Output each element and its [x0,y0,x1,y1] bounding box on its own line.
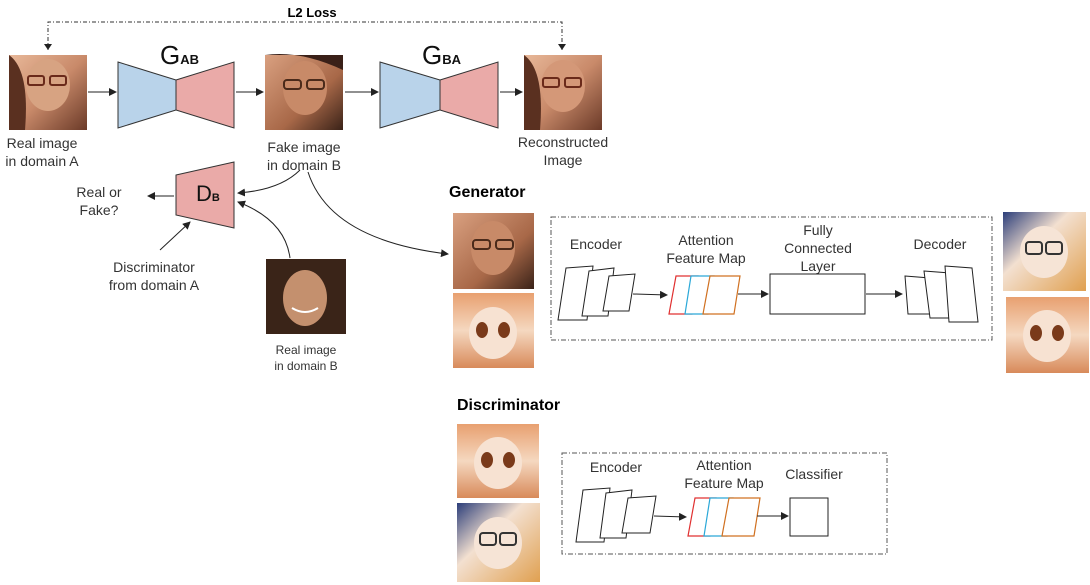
gen-output-anime-glasses [1003,212,1086,291]
disc-input-anime-glasses [457,503,540,582]
arrow-fakeb-to-db [237,169,301,197]
disc-input-anime [457,424,539,498]
gen-attention-stack [668,275,741,315]
gen-input-anime [453,293,534,368]
generator-ab-shape [117,61,235,129]
gen-ab-encoder [117,61,177,129]
fake-image-domain-b [265,54,343,130]
gen-decoder-stack [904,265,979,323]
gen-ba-encoder [379,61,441,129]
arrow-discA-to-db [159,221,191,251]
disc-attention-stack [687,497,761,537]
gen-decoder-label: Decoder [913,236,967,252]
discriminator-box [561,452,888,555]
gen-ab-decoder [175,61,235,129]
generator-ba-shape [379,61,499,129]
gen-ba-title: GBA [422,40,462,70]
disc-classifier-box [789,497,829,537]
gen-attention-label: Attention Feature Map [666,232,746,266]
discriminator-title: Discriminator [457,397,561,414]
real-image-domain-b [266,259,346,334]
gen-output-anime [1006,297,1089,373]
real-image-domain-a [9,55,87,130]
reconstructed-image [524,55,602,130]
arrow-disc-enc-to-att [653,512,687,521]
real-or-fake-label: Real or Fake? [76,184,122,218]
gen-ab-title: GAB [160,40,200,70]
fake-b-label: Fake image in domain B [267,139,341,173]
generator-box [550,216,993,341]
discriminator-from-a-label: Discriminator from domain A [108,259,200,293]
arrow-fakeb-to-generator [307,171,449,258]
gen-ba-decoder [439,61,499,129]
real-a-label: Real image in domain A [5,135,79,169]
reconstructed-label: Reconstructed Image [517,134,609,168]
l2-loss-label: L2 Loss [287,5,337,20]
disc-encoder-label: Encoder [589,459,643,475]
gen-encoder-stack [557,265,636,321]
disc-classifier-label: Classifier [785,466,843,482]
discriminator-b-shape [175,161,235,229]
generator-title: Generator [449,184,526,201]
gen-input-photo [453,213,534,289]
gen-encoder-label: Encoder [569,236,623,252]
arrow-realb-to-db [237,200,291,259]
gen-fc-label: Fully Connected Layer [784,222,852,274]
disc-encoder-stack [575,487,657,543]
disc-b-title: DB [196,181,220,206]
arrow-gen-enc-to-att [632,290,668,299]
l2-loss-bracket [44,21,566,50]
gen-fc-box [769,273,866,315]
disc-attention-label: Attention Feature Map [684,457,764,491]
real-b-label: Real image in domain B [274,343,338,373]
